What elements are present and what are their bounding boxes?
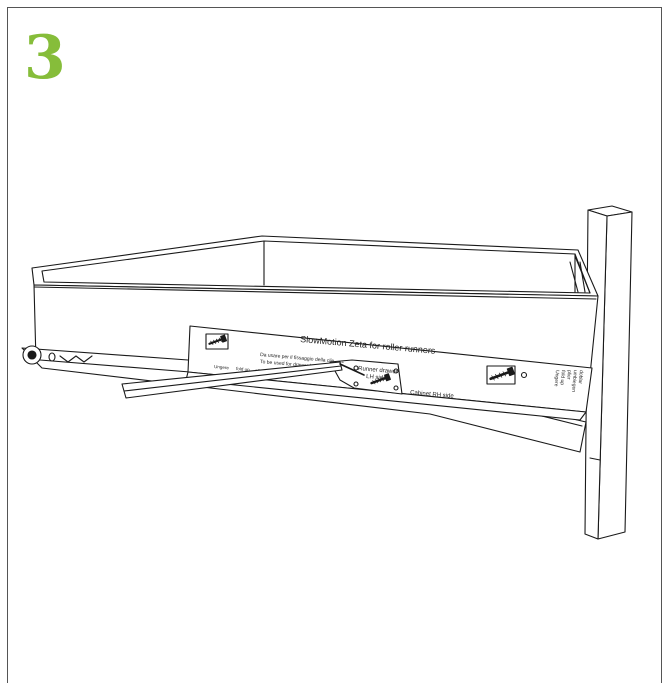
- svg-text:umbiegen: umbiegen: [570, 370, 578, 393]
- svg-text:doblar: doblar: [577, 370, 584, 385]
- step-number: 3: [24, 23, 66, 93]
- svg-text:Ungere: Ungere: [214, 364, 230, 370]
- instruction-frame: [7, 7, 662, 683]
- screwdriver: [121, 361, 365, 399]
- cabinet-side-label: Cabinet RH side: [410, 390, 455, 400]
- runner-drawer-label: Runner drawer: [358, 366, 398, 375]
- screw-icon: [208, 334, 228, 345]
- svg-text:fold up: fold up: [236, 366, 250, 372]
- template-arrow: →: [338, 358, 346, 366]
- svg-text:Ungere: Ungere: [553, 370, 560, 387]
- svg-text:fold up: fold up: [559, 370, 566, 386]
- drawer-box: [31, 235, 599, 376]
- side-option-labels: Ungere fold up plier umbiegen doblar: [553, 370, 584, 393]
- screw-icon: [489, 366, 515, 381]
- screw-icon: [370, 373, 391, 385]
- runner-side-label: LH side: [366, 374, 387, 382]
- svg-text:plier: plier: [565, 370, 572, 380]
- drilling-template: SlowMotion Zeta for roller runners Da us…: [185, 325, 593, 421]
- cabinet-side-panel: [584, 205, 633, 540]
